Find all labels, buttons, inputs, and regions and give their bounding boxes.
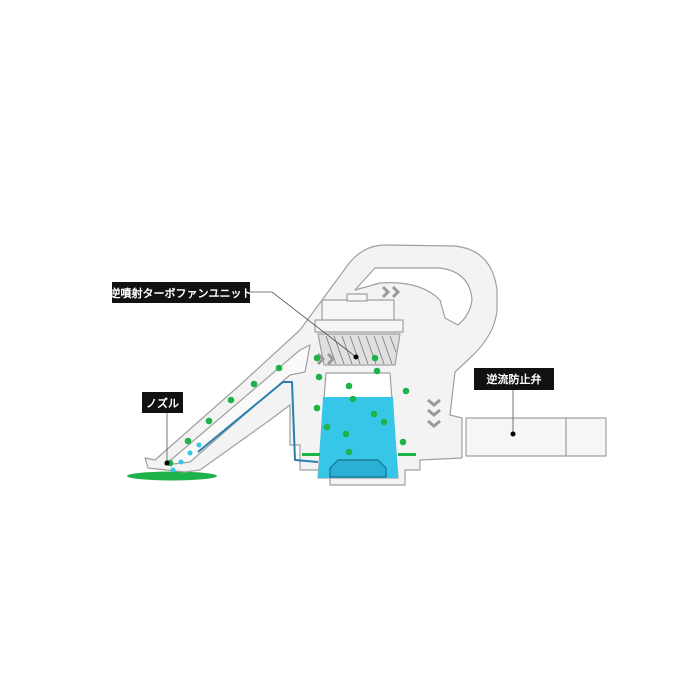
dust-particle bbox=[313, 354, 321, 362]
water-droplet bbox=[178, 459, 184, 465]
dust-particle bbox=[342, 430, 350, 438]
dust-particles bbox=[166, 354, 410, 473]
dust-particle bbox=[323, 423, 331, 431]
water-droplet bbox=[187, 450, 193, 456]
dust-particle bbox=[402, 387, 410, 395]
dust-particle bbox=[345, 448, 353, 456]
dust-particle bbox=[380, 418, 388, 426]
turbo-fan bbox=[317, 333, 401, 366]
dust-particle bbox=[349, 395, 357, 403]
water-droplet bbox=[196, 442, 202, 448]
dust-particle bbox=[370, 410, 378, 418]
dust-particle bbox=[315, 373, 323, 381]
fan-unit-label: 逆噴射ターボファンユニット bbox=[110, 282, 253, 303]
intake-tube bbox=[164, 344, 311, 466]
dust-particle bbox=[371, 354, 379, 362]
dust-particle bbox=[205, 417, 213, 425]
fan-pointer-dot bbox=[353, 354, 359, 360]
check-valve-tube bbox=[465, 417, 567, 457]
water-droplet bbox=[170, 467, 176, 473]
dust-particle bbox=[227, 396, 235, 404]
handle-inner bbox=[354, 267, 473, 326]
dust-particle bbox=[313, 404, 321, 412]
dust-particle bbox=[345, 382, 353, 390]
valve-pointer-dot bbox=[510, 431, 516, 437]
dust-particle bbox=[250, 380, 258, 388]
check-valve-label: 逆流防止弁 bbox=[474, 368, 554, 390]
dust-particle bbox=[373, 367, 381, 375]
nozzle-pointer-dot bbox=[164, 460, 170, 466]
nozzle-label: ノズル bbox=[142, 392, 183, 413]
water-line bbox=[197, 381, 319, 463]
dust-particle bbox=[184, 437, 192, 445]
tank-water bbox=[318, 397, 398, 478]
dust-particle bbox=[275, 364, 283, 372]
floor-dirt bbox=[127, 471, 217, 481]
dust-particle bbox=[399, 438, 407, 446]
